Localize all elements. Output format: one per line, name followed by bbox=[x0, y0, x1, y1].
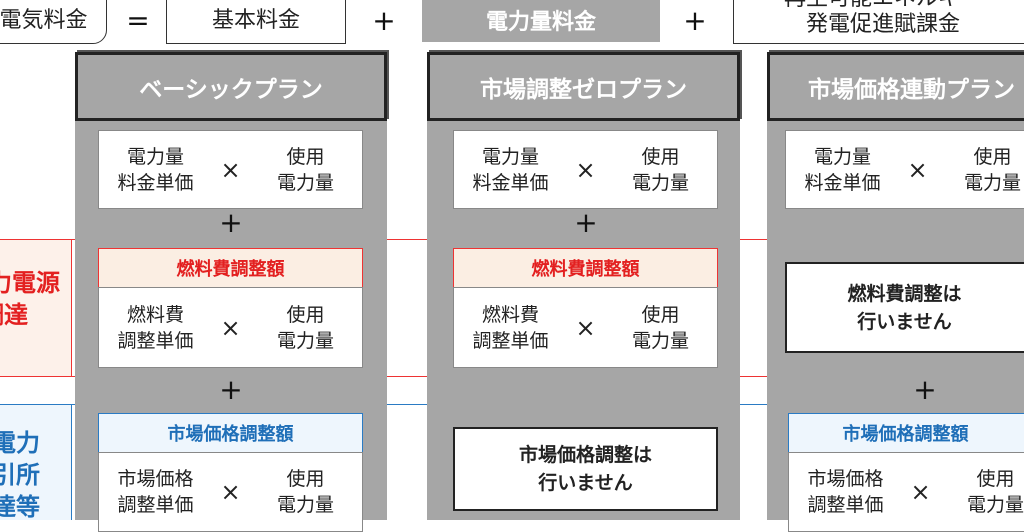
plan-header-zero: 市場調整ゼロプラン bbox=[427, 52, 740, 121]
fuel-label-line2: 調達 bbox=[0, 299, 71, 331]
basic-charge-box: 基本料金 bbox=[166, 0, 346, 44]
fuel-unit-line1: 燃料費 bbox=[456, 302, 566, 328]
usage-line1: 使用 bbox=[251, 466, 361, 492]
times-sign: × bbox=[901, 479, 941, 505]
energy-formula-box: 電力量料金単価 × 使用電力量 bbox=[785, 130, 1024, 209]
market-formula-box: 市場価格調整単価 × 使用電力量 bbox=[98, 452, 363, 532]
market-label-line3: 達等 bbox=[0, 491, 71, 523]
fuel-not-applied-box: 燃料費調整は行いません bbox=[785, 262, 1024, 353]
usage-line2: 電力量 bbox=[941, 492, 1024, 518]
basic-charge-label: 基本料金 bbox=[212, 8, 300, 34]
plus-sign: + bbox=[905, 374, 945, 404]
usage-line2: 電力量 bbox=[251, 492, 361, 518]
usage-line2: 電力量 bbox=[251, 328, 361, 354]
unit-price-line2: 料金単価 bbox=[456, 170, 566, 196]
fuel-unit-line1: 燃料費 bbox=[101, 302, 211, 328]
times-sign: × bbox=[211, 479, 251, 505]
market-formula-box: 市場価格調整単価 × 使用電力量 bbox=[788, 452, 1024, 532]
energy-formula-box: 電力量料金単価 × 使用電力量 bbox=[453, 130, 718, 209]
unit-price-line1: 電力量 bbox=[101, 144, 211, 170]
equals-sign: = bbox=[122, 0, 154, 40]
plus-sign: + bbox=[211, 374, 251, 404]
total-charge-label: 電気料金 bbox=[0, 8, 88, 34]
plus-sign: + bbox=[566, 207, 606, 237]
unit-price-line2: 料金単価 bbox=[101, 170, 211, 196]
market-unit-line1: 市場価格 bbox=[791, 466, 901, 492]
times-sign: × bbox=[211, 315, 251, 341]
usage-line1: 使用 bbox=[941, 466, 1024, 492]
energy-charge-box: 電力量料金 bbox=[422, 0, 660, 42]
market-unit-line2: 調整単価 bbox=[101, 492, 211, 518]
fuel-row-label: 力電源調達 bbox=[0, 239, 72, 377]
usage-line1: 使用 bbox=[938, 144, 1024, 170]
plan-header-linked: 市場価格連動プラン bbox=[767, 52, 1024, 121]
fuel-formula-box: 燃料費調整単価 × 使用電力量 bbox=[453, 287, 718, 368]
plus-sign: + bbox=[368, 0, 400, 40]
usage-line1: 使用 bbox=[606, 302, 716, 328]
usage-line1: 使用 bbox=[251, 144, 361, 170]
market-adjust-header: 市場価格調整額 bbox=[788, 413, 1024, 453]
total-charge-box: 電気料金 bbox=[0, 0, 107, 44]
energy-formula-box: 電力量料金単価 × 使用電力量 bbox=[98, 130, 363, 209]
usage-line1: 使用 bbox=[606, 144, 716, 170]
plus-sign: + bbox=[211, 207, 251, 237]
fuel-unit-line2: 調整単価 bbox=[456, 328, 566, 354]
usage-line1: 使用 bbox=[251, 302, 361, 328]
times-sign: × bbox=[566, 157, 606, 183]
plan-header-basic: ベーシックプラン bbox=[75, 52, 387, 121]
fuel-label-line1: 力電源 bbox=[0, 267, 71, 299]
times-sign: × bbox=[898, 157, 938, 183]
usage-line2: 電力量 bbox=[251, 170, 361, 196]
fuel-none-line1: 燃料費調整は bbox=[847, 280, 961, 308]
market-label-line2: 引所 bbox=[0, 459, 71, 491]
usage-line2: 電力量 bbox=[606, 170, 716, 196]
fuel-none-line2: 行いません bbox=[857, 308, 951, 336]
market-not-applied-box: 市場価格調整は行いません bbox=[453, 427, 718, 511]
renewable-levy-line2: 発電促進賦課金 bbox=[734, 12, 1024, 38]
unit-price-line1: 電力量 bbox=[456, 144, 566, 170]
times-sign: × bbox=[211, 157, 251, 183]
renewable-levy-line1: 再生可能エネルギー bbox=[734, 0, 1024, 12]
renewable-levy-box: 再生可能エネルギー 発電促進賦課金 bbox=[733, 0, 1024, 44]
market-adjust-header: 市場価格調整額 bbox=[98, 413, 363, 453]
times-sign: × bbox=[566, 315, 606, 341]
unit-price-line2: 料金単価 bbox=[788, 170, 898, 196]
fuel-adjust-header: 燃料費調整額 bbox=[453, 248, 718, 288]
plus-sign: + bbox=[679, 0, 711, 40]
unit-price-line1: 電力量 bbox=[788, 144, 898, 170]
market-unit-line1: 市場価格 bbox=[101, 466, 211, 492]
fuel-formula-box: 燃料費調整単価 × 使用電力量 bbox=[98, 287, 363, 368]
market-label-line1: 電力 bbox=[0, 427, 71, 459]
fuel-unit-line2: 調整単価 bbox=[101, 328, 211, 354]
energy-charge-label: 電力量料金 bbox=[486, 4, 596, 36]
market-unit-line2: 調整単価 bbox=[791, 492, 901, 518]
market-row-label: 電力引所達等 bbox=[0, 404, 72, 520]
fuel-adjust-header: 燃料費調整額 bbox=[98, 248, 363, 288]
market-none-line2: 行いません bbox=[538, 469, 632, 497]
market-none-line1: 市場価格調整は bbox=[519, 441, 652, 469]
usage-line2: 電力量 bbox=[938, 170, 1024, 196]
usage-line2: 電力量 bbox=[606, 328, 716, 354]
